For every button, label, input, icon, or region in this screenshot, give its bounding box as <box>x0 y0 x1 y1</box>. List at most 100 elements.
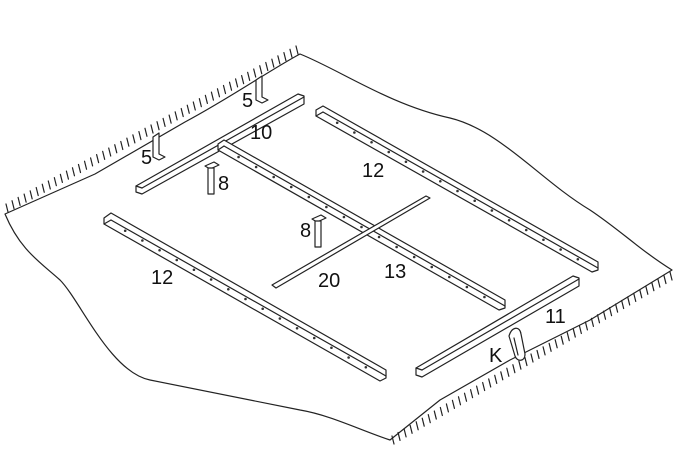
label-leg-center: 8 <box>300 220 311 242</box>
fringe-stroke <box>17 196 21 207</box>
bolt-hole <box>325 205 328 209</box>
bolt-hole <box>295 326 299 330</box>
bolt-hole <box>312 336 316 340</box>
fringe-stroke <box>108 147 112 157</box>
fringe-stroke <box>421 417 425 427</box>
fringe-stroke <box>120 140 124 151</box>
fringe-stroke <box>397 431 401 442</box>
fringe-stroke <box>457 396 462 406</box>
bolt-hole <box>244 297 247 301</box>
bolt-hole <box>307 195 311 199</box>
bolt-hole <box>360 225 363 229</box>
fringe-stroke <box>542 346 546 356</box>
bolt-hole <box>347 356 350 359</box>
fringe-stroke <box>192 101 196 111</box>
fringe-stroke <box>391 435 395 445</box>
label-clip: K <box>489 345 503 367</box>
fringe-stroke <box>645 285 649 295</box>
bolt-hole <box>227 287 230 291</box>
fringe-stroke <box>578 324 582 335</box>
fringe-stroke <box>71 167 76 177</box>
bracket-left <box>152 132 166 161</box>
bolt-hole <box>254 165 258 169</box>
bolt-hole <box>353 131 356 134</box>
fringe-stroke <box>596 314 601 324</box>
label-side-rail-right: 12 <box>362 160 384 182</box>
floor-fringe-bottom <box>391 271 673 445</box>
fringe-stroke <box>524 356 528 367</box>
fringe-stroke <box>494 374 498 384</box>
label-side-rail-left: 12 <box>151 267 173 289</box>
cross-rail-front <box>415 275 580 378</box>
fringe-stroke <box>96 154 100 164</box>
fringe-stroke <box>241 75 245 85</box>
bolt-hole <box>507 218 511 222</box>
bolt-hole <box>412 255 416 259</box>
fringe-stroke <box>548 342 552 352</box>
fringe-stroke <box>77 163 82 174</box>
fringe-stroke <box>608 307 613 317</box>
floor-fringe-top <box>5 45 299 213</box>
fringe-stroke <box>186 104 190 114</box>
fringe-stroke <box>602 310 607 320</box>
label-bracket-left: 5 <box>141 147 152 169</box>
fringe-stroke <box>53 177 57 187</box>
fringe-stroke <box>265 61 269 72</box>
fringe-stroke <box>102 150 106 160</box>
fringe-stroke <box>403 428 407 438</box>
fringe-stroke <box>114 144 118 154</box>
bolt-hole <box>237 155 240 159</box>
fringe-stroke <box>669 271 673 281</box>
side-rail-right <box>315 105 599 273</box>
fringe-stroke <box>271 58 275 68</box>
fringe-stroke <box>560 335 564 345</box>
bolt-hole <box>342 215 346 219</box>
bolt-hole <box>175 258 179 262</box>
fringe-stroke <box>530 353 534 363</box>
fringe-stroke <box>445 403 449 413</box>
fringe-stroke <box>253 68 257 78</box>
fringe-stroke <box>234 78 239 88</box>
fringe-stroke <box>463 392 468 402</box>
leg-center <box>311 214 327 248</box>
bolt-hole <box>456 189 459 193</box>
bolt-hole <box>209 278 213 281</box>
fringe-stroke <box>512 364 516 374</box>
clip-part <box>508 327 526 361</box>
fringe-stroke <box>222 84 227 95</box>
bolt-hole <box>272 175 275 179</box>
bolt-hole <box>404 160 408 164</box>
fringe-stroke <box>204 94 208 104</box>
center-rail <box>217 139 506 311</box>
bolt-hole <box>123 229 127 233</box>
bolt-hole <box>330 346 333 350</box>
fringe-stroke <box>259 65 263 75</box>
bolt-hole <box>364 365 368 369</box>
bolt-hole <box>524 228 528 232</box>
fringe-stroke <box>663 274 667 285</box>
leg-back <box>204 161 220 195</box>
fringe-stroke <box>29 190 33 200</box>
bolt-hole <box>490 209 494 212</box>
fringe-stroke <box>633 292 637 302</box>
fringe-stroke <box>409 424 413 434</box>
bolt-hole <box>542 238 545 242</box>
fringe-stroke <box>639 289 643 299</box>
bolt-hole <box>278 317 282 320</box>
bolt-hole <box>289 185 293 189</box>
fringe-stroke <box>162 117 166 128</box>
fringe-stroke <box>590 317 595 327</box>
fringe-stroke <box>615 303 619 313</box>
fringe-stroke <box>89 157 94 167</box>
fringe-stroke <box>41 183 45 193</box>
fringe-stroke <box>35 186 39 197</box>
fringe-stroke <box>536 349 540 360</box>
fringe-stroke <box>65 170 70 180</box>
bolt-hole <box>473 199 476 203</box>
bolt-hole <box>395 245 398 249</box>
fringe-stroke <box>126 137 130 147</box>
fringe-stroke <box>47 180 51 190</box>
label-center-rail: 13 <box>384 261 406 283</box>
label-cross-rail-back: 10 <box>250 122 272 144</box>
